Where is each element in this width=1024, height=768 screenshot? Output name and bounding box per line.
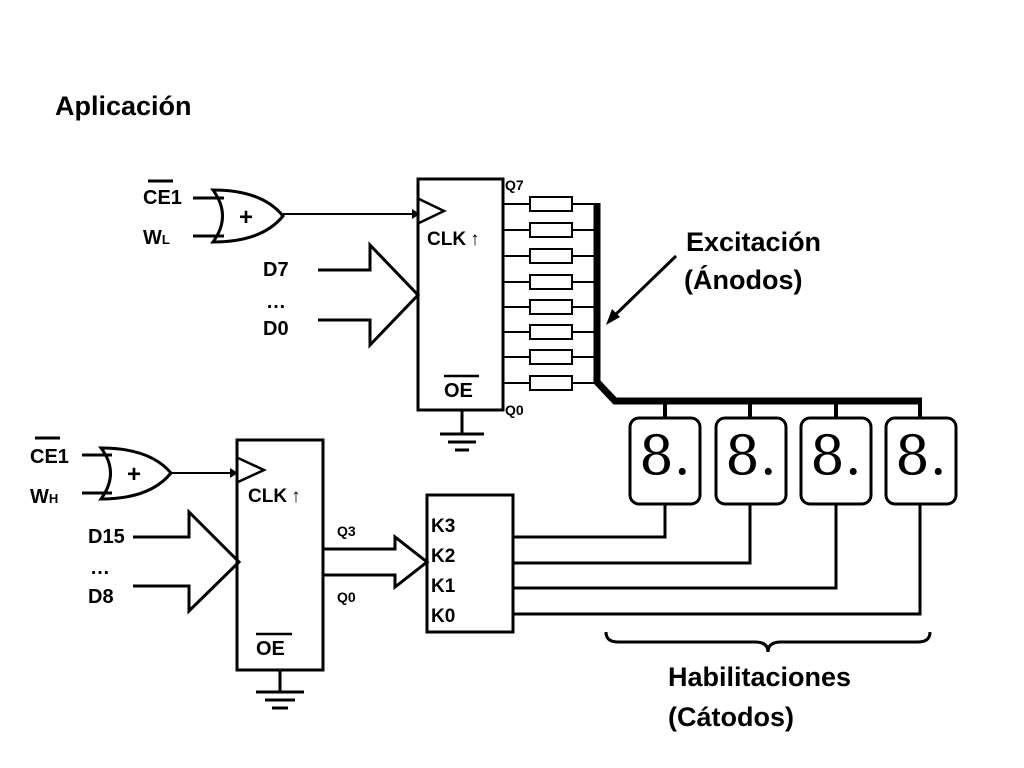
ce-label: CE1 <box>30 446 69 468</box>
ce-label: CE1 <box>143 187 182 209</box>
d-low-label: D8 <box>88 586 114 608</box>
catodos-label: (Cátodos) <box>668 702 794 732</box>
d-low-label: D0 <box>263 318 289 340</box>
data-bus-arrow <box>318 241 421 349</box>
d-high-label: D7 <box>263 259 289 281</box>
display-1-digit: 8. <box>639 424 691 487</box>
excitacion-label: Excitación <box>686 227 821 257</box>
d-dots-label: … <box>90 557 110 579</box>
resistor <box>529 274 573 290</box>
or-gate <box>210 188 285 244</box>
cathode-wire-k3 <box>513 504 667 539</box>
lower-latch-section: CE1 WH + CLK↑ OE D15 … D8 Q3 Q0 K3 K2 K1… <box>30 436 932 732</box>
clk-label: CLK↑ <box>427 229 480 250</box>
upper-latch-section: CE1 WL + CLK↑ OE D7 … D0 Q7 Q0 <box>143 177 922 452</box>
cathode-wire-k1 <box>513 504 838 590</box>
display-3-digit: 8. <box>810 424 862 487</box>
seven-segment-displays: 8. 8. 8. 8. <box>628 416 958 506</box>
resistor <box>529 299 573 315</box>
w-label: WH <box>30 486 58 508</box>
or-gate <box>97 446 173 501</box>
cathode-wire-k0 <box>513 504 922 616</box>
d-dots-label: … <box>266 291 286 313</box>
page-title: Aplicación <box>55 91 192 121</box>
resistor <box>529 349 573 365</box>
enable-brace <box>604 631 932 653</box>
lower-latch-box <box>235 438 325 672</box>
excitacion-pointer <box>610 254 678 320</box>
resistor <box>529 196 573 212</box>
q-high-label: Q7 <box>505 177 524 193</box>
oe-label: OE <box>444 380 473 402</box>
decoder-output-k3: K3 <box>431 516 455 537</box>
oe-label: OE <box>256 638 285 660</box>
anode-bus <box>593 203 922 405</box>
decoder-output-k1: K1 <box>431 576 456 597</box>
clk-wire-arrow <box>230 468 238 478</box>
decoder-output-k0: K0 <box>431 606 455 627</box>
resistor-array <box>503 196 597 391</box>
resistor <box>529 248 573 264</box>
clk-triangle <box>418 197 447 225</box>
display-4-digit: 8. <box>895 424 947 487</box>
decoder-output-k2: K2 <box>431 546 455 567</box>
q-bus-arrow <box>323 533 430 591</box>
q-high-label: Q3 <box>337 523 356 539</box>
habilitaciones-label: Habilitaciones <box>668 662 851 692</box>
q-low-label: Q0 <box>505 402 524 418</box>
excitacion-pointer-head <box>606 309 620 325</box>
q-low-label: Q0 <box>337 589 356 605</box>
clk-wire-arrow <box>412 209 420 219</box>
or-gate-symbol: + <box>239 204 253 231</box>
resistor <box>529 222 573 238</box>
clk-triangle <box>237 456 267 484</box>
resistor <box>529 324 573 340</box>
display-2-digit: 8. <box>725 424 777 487</box>
data-bus-arrow <box>133 508 242 615</box>
w-label: WL <box>143 227 170 249</box>
anodos-label: (Ánodos) <box>684 264 802 295</box>
resistor <box>529 375 573 391</box>
d-high-label: D15 <box>88 526 125 548</box>
or-gate-symbol: + <box>127 461 141 488</box>
cathode-wire-k2 <box>513 504 752 565</box>
clk-label: CLK↑ <box>248 486 301 507</box>
